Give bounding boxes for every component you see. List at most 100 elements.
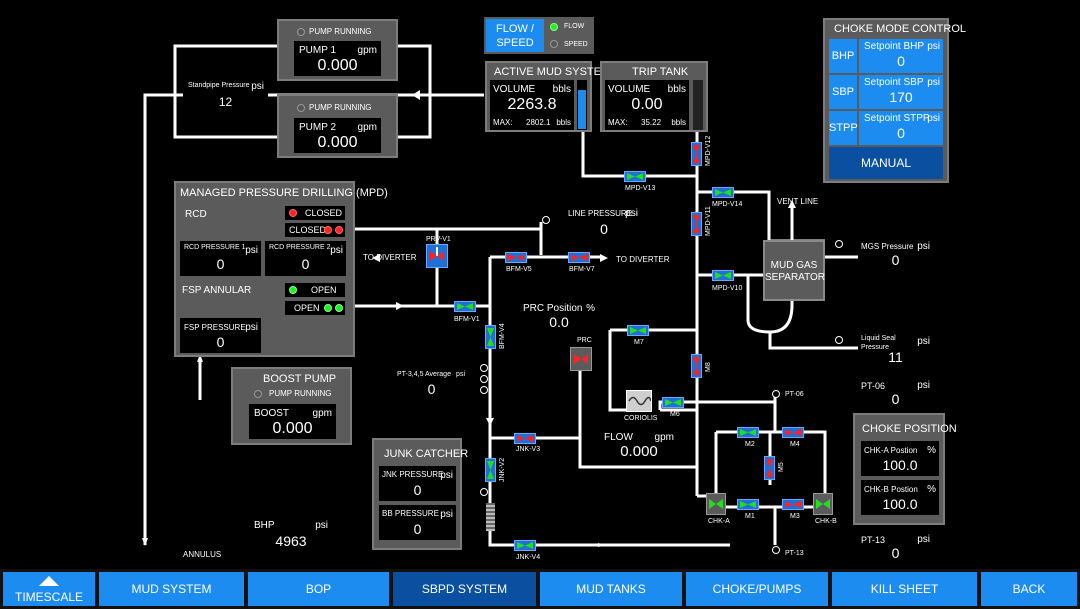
pt06-display: PT-06 psi 0 xyxy=(858,376,933,409)
active-mud-max-label: MAX: xyxy=(493,118,513,127)
flow-display: FLOW gpm 0.000 xyxy=(600,429,678,462)
m3-valve[interactable] xyxy=(782,499,804,510)
jnk-v2-label: JNK-V2 xyxy=(499,457,506,482)
chk-b-position-unit: % xyxy=(927,484,936,495)
nav-bop[interactable]: BOP xyxy=(248,572,389,606)
fsp-open-button[interactable]: OPEN xyxy=(285,301,345,315)
flow-speed-toggle[interactable]: FLOW / SPEED FLOW SPEED xyxy=(484,17,594,54)
prc-valve[interactable] xyxy=(570,347,592,371)
mpd-v13-label: MPD-V13 xyxy=(625,185,656,192)
chk-a-label: CHK-A xyxy=(708,518,730,525)
mud-gas-separator[interactable]: MUD GAS SEPARATOR xyxy=(763,240,825,301)
jnk-v2-valve[interactable] xyxy=(485,458,496,482)
m8-valve[interactable] xyxy=(691,354,702,378)
nav-mud-system[interactable]: MUD SYSTEM xyxy=(99,572,244,606)
trip-tank-display: VOLUME bbls 0.00 MAX: 35.22 bbls xyxy=(605,80,689,130)
jnk-v3-valve[interactable] xyxy=(514,433,536,444)
bb-pressure-display: BB PRESSURE psi 0 xyxy=(379,505,456,540)
bfm-v1-valve[interactable] xyxy=(454,301,476,312)
pump2-status-lamp xyxy=(297,104,305,112)
timescale-label: TIMESCALE xyxy=(14,590,83,604)
m6-valve[interactable] xyxy=(662,397,684,408)
speed-option[interactable]: SPEED xyxy=(564,41,588,48)
mpd-v10-icon xyxy=(715,272,731,279)
bfm-v4-valve[interactable] xyxy=(485,325,496,349)
nav-choke-pumps[interactable]: CHOKE/PUMPS xyxy=(686,572,828,606)
setpoint-bhp-field[interactable]: Setpoint BHP psi 0 xyxy=(859,39,943,73)
flow-option[interactable]: FLOW xyxy=(564,23,585,30)
m8-label: M8 xyxy=(705,362,712,372)
prv-valve-icon xyxy=(430,247,444,261)
pt13-tag-label: PT-13 xyxy=(785,550,804,557)
mpd-v14-valve[interactable] xyxy=(712,187,734,198)
chk-b-label: CHK-B xyxy=(815,518,837,525)
mgs-pressure-label: MGS Pressure xyxy=(861,242,914,251)
mpd-v11-valve[interactable] xyxy=(691,212,702,236)
mgs-pressure-value: 0 xyxy=(891,252,900,268)
timescale-button[interactable]: TIMESCALE xyxy=(3,572,95,606)
bfm-v5-valve[interactable] xyxy=(505,252,527,263)
rcd-status2: CLOSED xyxy=(289,225,327,235)
m7-label: M7 xyxy=(634,339,644,346)
junk-title: JUNK CATCHER xyxy=(384,448,469,460)
mpd-v12-label: MPD-V12 xyxy=(705,135,712,166)
setpoint-sbp-field[interactable]: Setpoint SBP psi 170 xyxy=(859,75,943,109)
active-mud-max-unit: bbls xyxy=(556,118,571,127)
m4-label: M4 xyxy=(790,441,800,448)
active-mud-level-fill xyxy=(578,90,586,129)
chk-b-valve[interactable] xyxy=(813,493,833,515)
rcd-status1: CLOSED xyxy=(305,208,343,218)
mpd-v12-valve[interactable] xyxy=(691,142,702,166)
nav-mud-tanks[interactable]: MUD TANKS xyxy=(540,572,682,606)
m1-valve[interactable] xyxy=(737,499,759,510)
liquid-seal-label2: Pressure xyxy=(861,344,890,351)
bfm-v5-icon xyxy=(508,254,524,261)
flow-label: FLOW xyxy=(604,432,633,443)
nav-back[interactable]: BACK xyxy=(981,572,1077,606)
mpd-v13-icon xyxy=(627,173,643,180)
bfm-v5-label: BFM-V5 xyxy=(506,266,532,273)
trip-tank-volume-unit: bbls xyxy=(667,84,686,95)
pt06-unit: psi xyxy=(917,380,930,391)
bb-pressure-unit: psi xyxy=(440,509,453,520)
prc-position-display: PRC Position % 0.0 xyxy=(519,300,599,335)
manual-mode-button[interactable]: MANUAL xyxy=(829,147,943,179)
bfm-v7-valve[interactable] xyxy=(568,252,590,263)
m5-valve[interactable] xyxy=(764,456,775,480)
rcd-label: RCD xyxy=(185,209,207,220)
mpd-v13-valve[interactable] xyxy=(624,171,646,182)
pump2-unit: gpm xyxy=(357,122,377,133)
fsp-pressure-value: 0 xyxy=(216,334,225,350)
pt06-gauge-icon xyxy=(772,390,780,398)
pump2-display: PUMP 2 gpm 0.000 xyxy=(294,118,381,153)
rcd-close-button[interactable]: CLOSED xyxy=(285,223,345,237)
sbp-mode-button[interactable]: SBP xyxy=(829,75,857,109)
stpp-mode-button[interactable]: STPP xyxy=(829,111,858,145)
standpipe-value: 12 xyxy=(218,95,233,109)
pump1-status-lamp xyxy=(297,28,305,36)
setpoint-sbp-value: 170 xyxy=(889,89,913,105)
prc-label: PRC xyxy=(577,337,592,344)
jnk-v4-valve[interactable] xyxy=(514,540,536,551)
active-mud-title: ACTIVE MUD SYSTEM xyxy=(494,66,611,78)
bhp-mode-button[interactable]: BHP xyxy=(829,39,857,73)
bhp-label: BHP xyxy=(254,520,275,531)
junk-catcher-screen xyxy=(486,503,495,531)
mpd-v10-valve[interactable] xyxy=(712,270,734,281)
prv-valve[interactable] xyxy=(426,244,448,268)
setpoint-stpp-field[interactable]: Setpoint STPP psi 0 xyxy=(859,111,943,145)
m7-valve[interactable] xyxy=(627,325,649,336)
pt13-display: PT-13 psi 0 xyxy=(858,530,933,563)
separator-line2: SEPARATOR xyxy=(765,272,826,283)
chk-b-valve-icon xyxy=(816,499,830,509)
nav-sbpd-system[interactable]: SBPD SYSTEM xyxy=(393,572,536,606)
m2-valve[interactable] xyxy=(737,427,759,438)
flow-speed-button[interactable]: FLOW / SPEED xyxy=(486,19,544,52)
line-pressure-label: LINE PRESSURE xyxy=(568,209,633,218)
chk-a-valve[interactable] xyxy=(706,493,726,515)
nav-kill-sheet[interactable]: KILL SHEET xyxy=(832,572,977,606)
pump1-value: 0.000 xyxy=(317,57,358,74)
m4-valve[interactable] xyxy=(782,427,804,438)
boost-value: 0.000 xyxy=(272,420,313,437)
bfm-v7-label: BFM-V7 xyxy=(569,266,595,273)
